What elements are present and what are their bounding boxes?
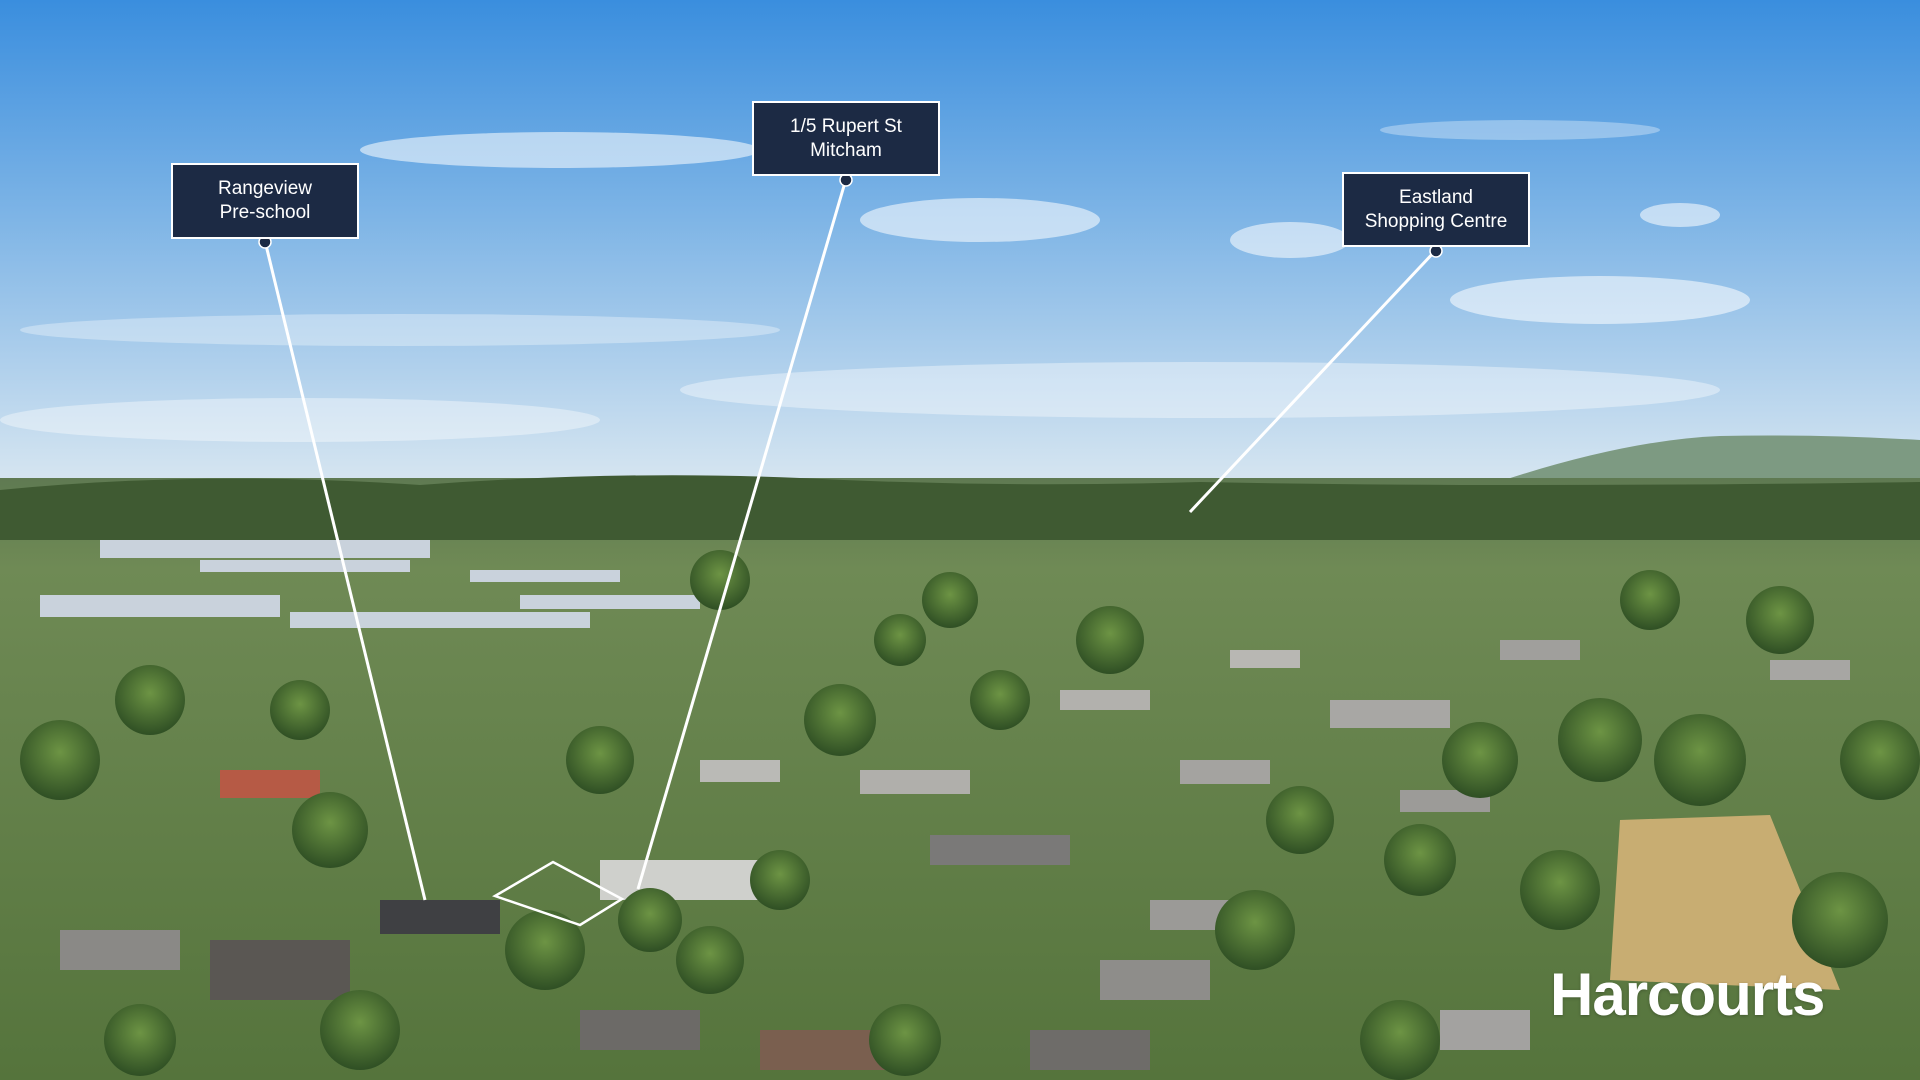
tree-line <box>0 475 1920 540</box>
callout-line: Eastland <box>1399 186 1473 208</box>
callout-line: Mitcham <box>810 139 882 161</box>
leader-line-preschool <box>263 240 427 901</box>
houses <box>60 640 1850 1070</box>
callout-line: 1/5 Rupert St <box>790 115 902 137</box>
park-grass <box>1610 815 1840 990</box>
industrial-buildings <box>40 540 700 628</box>
harcourts-logo: Harcourts <box>1550 961 1825 1028</box>
trees <box>20 550 1920 1080</box>
callout-rupert-st: 1/5 Rupert St Mitcham <box>752 101 940 176</box>
callout-line: Shopping Centre <box>1364 210 1508 232</box>
leader-lines <box>263 178 1438 901</box>
distant-hill <box>1480 435 1920 490</box>
leader-line-property <box>636 178 848 890</box>
callout-line: Rangeview <box>218 178 312 199</box>
callout-eastland: Eastland Shopping Centre <box>1342 172 1530 247</box>
sky <box>0 0 1920 490</box>
leader-line-eastland <box>1188 248 1438 514</box>
clouds <box>0 120 1750 442</box>
callout-rangeview-preschool: Rangeview Pre-school <box>171 163 359 239</box>
callout-line: Pre-school <box>219 202 311 223</box>
property-outline <box>492 860 625 927</box>
